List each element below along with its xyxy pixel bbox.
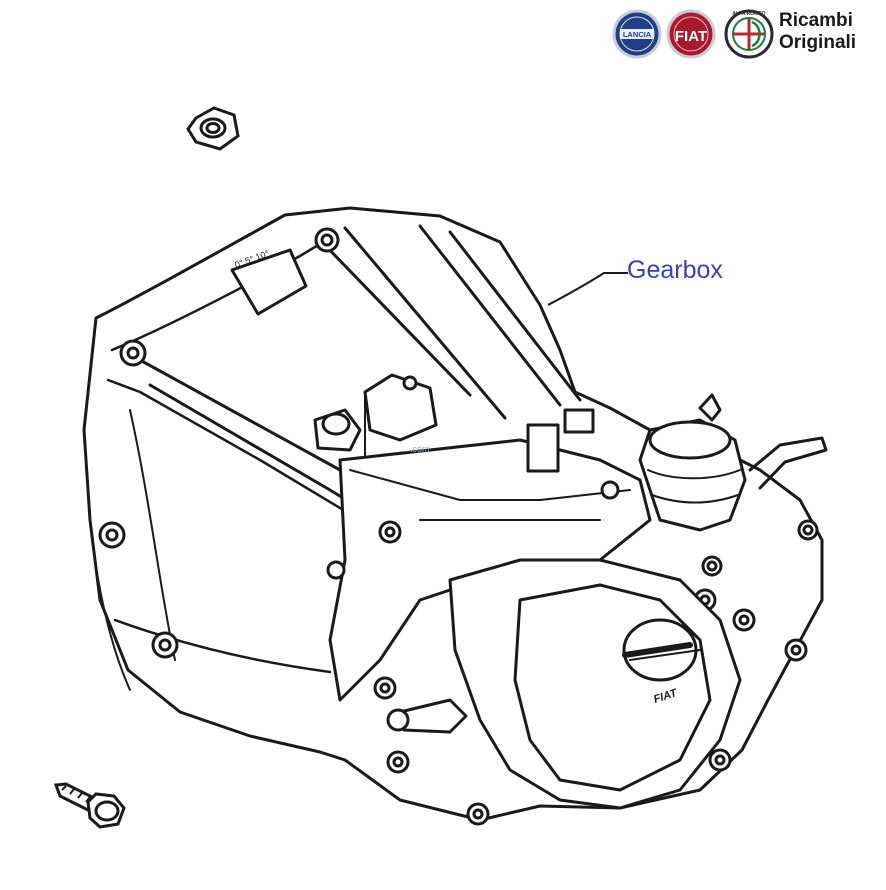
brand-line-1: Ricambi	[779, 10, 853, 31]
lancia-logo: LANCIA	[612, 9, 662, 59]
fiat-logo-text: FIAT	[675, 28, 707, 45]
lancia-logo-text: LANCIA	[623, 30, 652, 39]
gearbox-body: FIAT 0° 5° 10° ... .com	[82, 206, 828, 826]
gearbox-callout-label: Gearbox	[627, 256, 723, 284]
bolt-part	[53, 782, 126, 829]
alfa-romeo-logo: ALFA ROMEO	[724, 9, 774, 59]
watermark: ... .com	[400, 444, 430, 454]
brand-line-2: Originali	[779, 32, 857, 53]
nut-part	[186, 106, 240, 151]
brand-text: Ricambi Originali	[779, 10, 856, 54]
alfa-romeo-logo-text: ALFA ROMEO	[732, 11, 765, 17]
gearbox-callout-line	[547, 272, 628, 306]
fiat-logo: FIAT	[666, 9, 716, 59]
